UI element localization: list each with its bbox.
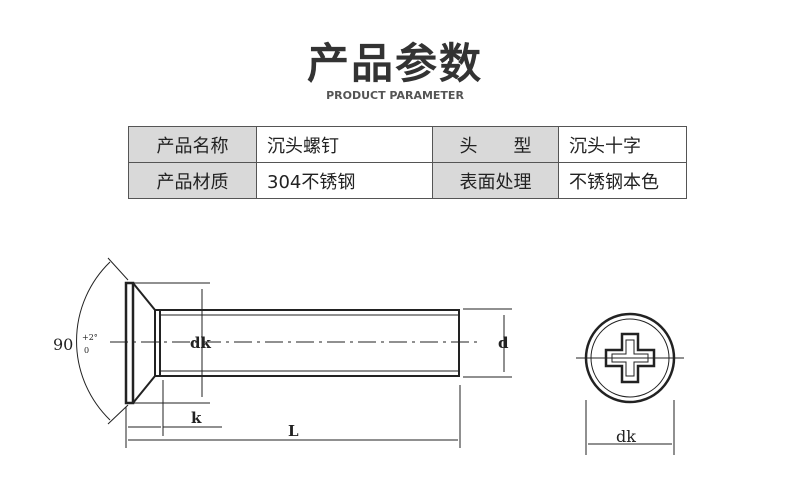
param-value: 沉头螺钉 [256, 126, 433, 163]
d-label: d [498, 334, 509, 352]
param-label: 产品名称 [128, 126, 257, 163]
param-label: 表面处理 [432, 162, 559, 199]
angle-tolerance-lower: 0 [84, 346, 89, 355]
param-value: 不锈钢本色 [558, 162, 687, 199]
angle-label: 90 [53, 335, 73, 354]
dk-head-label: dk [190, 334, 211, 352]
top-view [576, 312, 684, 455]
dk-top-label: dk [616, 427, 636, 446]
param-value: 304不锈钢 [256, 162, 433, 199]
param-value: 沉头十字 [558, 126, 687, 163]
page-subtitle: PRODUCT PARAMETER [326, 89, 464, 102]
param-label: 产品材质 [128, 162, 257, 199]
table-row: 产品材质 304不锈钢 表面处理 不锈钢本色 [128, 162, 687, 199]
parameter-table: 产品名称 沉头螺钉 头 型 沉头十字 产品材质 304不锈钢 表面处理 不锈钢本… [128, 126, 687, 199]
k-label: k [191, 409, 202, 427]
page-title: 产品参数 [306, 39, 483, 88]
param-label: 头 型 [432, 126, 559, 163]
side-view [76, 257, 512, 448]
angle-tolerance-upper: +2° [82, 333, 98, 342]
L-label: L [288, 422, 299, 440]
table-row: 产品名称 沉头螺钉 头 型 沉头十字 [128, 126, 687, 163]
